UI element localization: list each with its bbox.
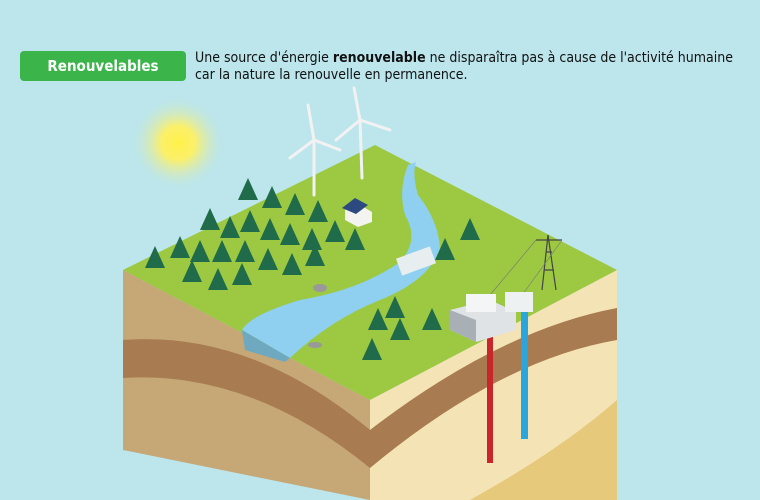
tree-icon	[258, 248, 278, 270]
tree-icon	[345, 228, 365, 250]
category-badge: Renouvelables	[20, 51, 186, 81]
grass-surface	[123, 145, 617, 400]
geothermal-plant	[450, 292, 533, 463]
hot-water-pipe	[487, 320, 493, 463]
tree-icon	[190, 240, 210, 262]
forest	[145, 178, 480, 360]
description-part: Une source d'énergie	[195, 50, 333, 66]
tree-icon	[200, 208, 220, 230]
solar-house-icon	[342, 198, 372, 227]
tree-icon	[282, 253, 302, 275]
description-keyword: renouvelable	[332, 50, 426, 66]
river-waterfall	[242, 330, 290, 362]
rock	[308, 342, 322, 348]
tree-icon	[260, 218, 280, 240]
rock	[313, 284, 327, 292]
ground-left-face	[123, 270, 370, 500]
tree-icon	[220, 216, 240, 238]
tree-icon	[422, 308, 442, 330]
sun-icon	[130, 95, 226, 191]
tree-icon	[235, 240, 255, 262]
tree-icon	[208, 268, 228, 290]
cold-water-pipe	[521, 306, 528, 439]
tree-icon	[308, 200, 328, 222]
tree-icon	[212, 240, 232, 262]
tree-icon	[262, 186, 282, 208]
description-text: Une source d'énergie renouvelable ne dis…	[195, 50, 735, 84]
tree-icon	[435, 238, 455, 260]
river	[242, 162, 440, 358]
tree-icon	[325, 220, 345, 242]
tree-icon	[232, 263, 252, 285]
wind-turbine-icon	[288, 103, 342, 197]
tree-icon	[390, 318, 410, 340]
tree-icon	[170, 236, 190, 258]
hydro-dam	[396, 246, 436, 276]
tree-icon	[368, 308, 388, 330]
tree-icon	[240, 210, 260, 232]
tree-icon	[182, 260, 202, 282]
ground-right-face	[370, 270, 617, 500]
tree-icon	[460, 218, 480, 240]
tree-icon	[280, 223, 300, 245]
tree-icon	[385, 296, 405, 318]
description-part: ne disparaîtra pas à cause de l'activité…	[195, 50, 733, 83]
tree-icon	[145, 246, 165, 268]
tree-icon	[285, 193, 305, 215]
power-pylon-icon	[489, 234, 563, 299]
tree-icon	[362, 338, 382, 360]
wind-turbine-icon	[334, 86, 392, 180]
tree-icon	[238, 178, 258, 200]
tree-icon	[302, 228, 322, 250]
tree-icon	[305, 244, 325, 266]
